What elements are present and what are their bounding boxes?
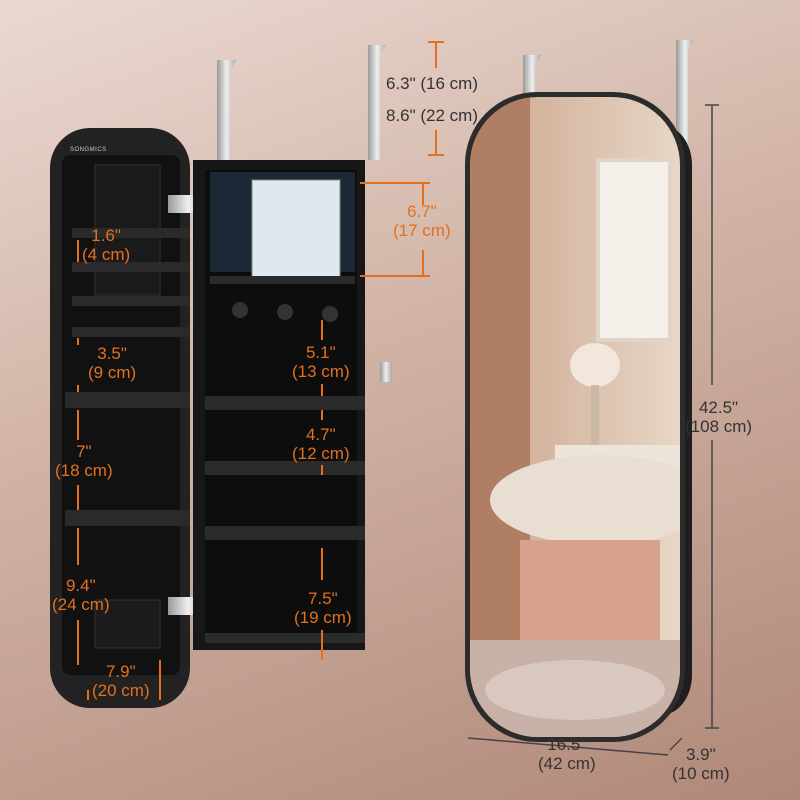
rack-gap-label: 1.6"(4 cm) — [82, 226, 131, 264]
pocket-height-label: 9.4"(24 cm) — [52, 576, 110, 614]
mirror-height-label: 6.7"(17 cm) — [393, 202, 451, 240]
hook-height-label-2: 8.6" (22 cm) — [386, 106, 479, 125]
shelf-mid-label: 4.7"(12 cm) — [292, 425, 350, 463]
door-gap-label: 7"(18 cm) — [55, 442, 113, 480]
hook-gap-label: 3.5"(9 cm) — [88, 344, 137, 382]
total-height-label: 42.5"(108 cm) — [685, 398, 753, 436]
dimension-lines-orange — [77, 41, 444, 700]
brand-logo: SONGMICS — [70, 147, 107, 153]
cabinet-body — [193, 160, 392, 650]
shelf-bottom-label: 7.5"(19 cm) — [294, 589, 352, 627]
dimension-lines-dark — [467, 104, 719, 756]
shelf-top-label: 5.1"(13 cm) — [292, 343, 350, 381]
width-label: 16.5"(42 cm) — [538, 735, 596, 773]
hook-height-label-1: 6.3" (16 cm) — [386, 74, 479, 93]
pocket-width-label: 7.9"(20 cm) — [92, 662, 150, 700]
cabinet-door — [50, 128, 208, 708]
depth-label: 3.9"(10 cm) — [672, 745, 730, 783]
over-door-hook-left — [217, 45, 386, 165]
mirror-cabinet — [465, 40, 694, 742]
